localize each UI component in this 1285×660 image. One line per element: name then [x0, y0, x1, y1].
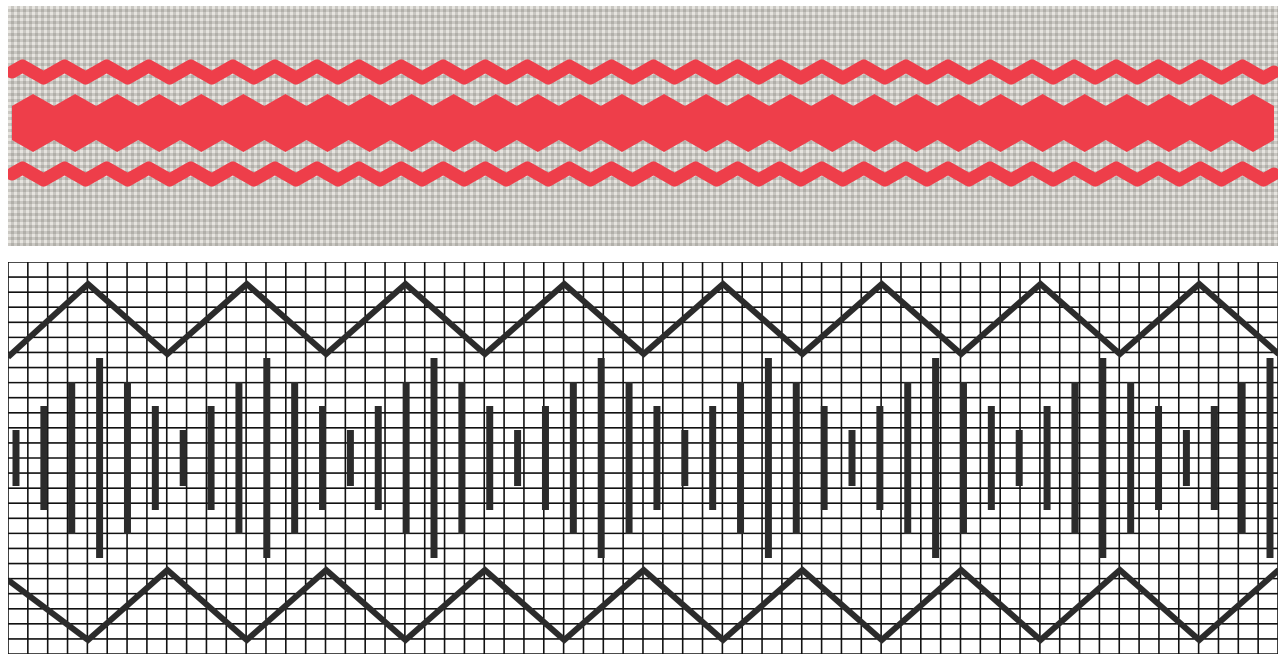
bottom-zigzag-border	[8, 566, 1278, 644]
satin-stitch-group	[12, 358, 1274, 558]
central-satin-band	[12, 94, 1274, 152]
upper-wavy-thread	[8, 59, 1278, 85]
lower-wavy-thread	[8, 161, 1278, 187]
grid-lines	[8, 262, 1278, 654]
embroidery-sample-photo	[8, 6, 1278, 246]
top-zigzag-border	[8, 279, 1278, 360]
stitch-chart-grid	[8, 262, 1278, 654]
